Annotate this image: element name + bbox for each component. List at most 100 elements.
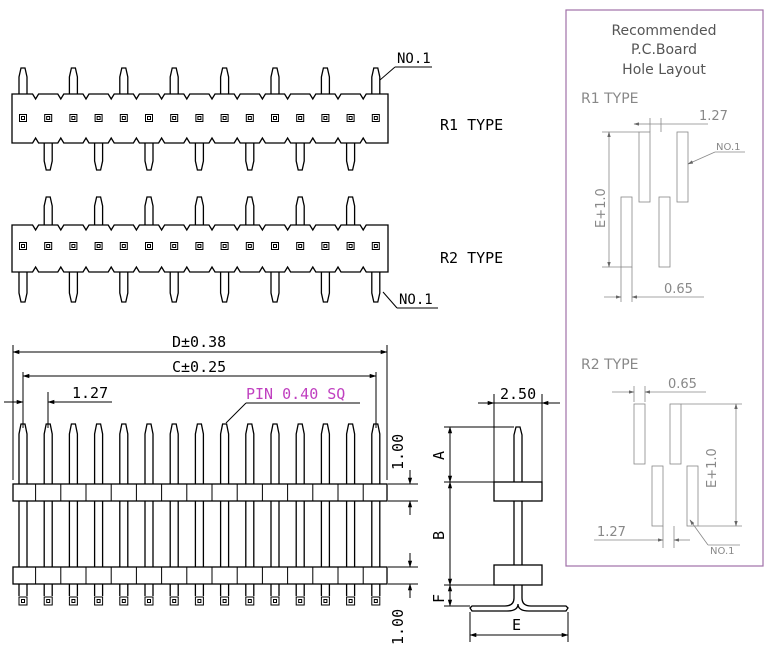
r1-pin-square	[271, 114, 279, 122]
dim-c-label: C±0.25	[172, 358, 226, 376]
dim-b-label: B	[430, 531, 448, 540]
front-bottom-square	[18, 596, 28, 606]
layout-r1-pitch: 1.27	[699, 109, 728, 124]
r1-pin-square	[145, 114, 153, 122]
r1-lower-pin	[93, 143, 104, 171]
r2-housing	[11, 224, 389, 273]
dim-bottom-gap-label: 1.00	[389, 609, 407, 645]
front-pin	[270, 423, 280, 596]
r1-upper-pin	[371, 67, 381, 94]
front-pin	[93, 423, 104, 596]
dim-f-label: F	[430, 594, 448, 603]
r1-upper-pin	[219, 67, 230, 94]
front-bottom-square	[169, 596, 179, 606]
r1-upper-pin	[320, 67, 331, 94]
r1-pin-square	[44, 114, 53, 122]
r1-lower-pin	[144, 143, 154, 171]
dim-top-gap-label: 1.00	[389, 434, 407, 470]
layout-title-line2: P.C.Board	[631, 42, 697, 58]
r1-lower-pins	[43, 143, 356, 171]
r2-lower-pin	[371, 272, 381, 303]
front-bottom-square	[144, 596, 154, 606]
r1-pin-squares	[19, 114, 380, 122]
r1-upper-pin	[18, 67, 28, 94]
front-pin	[219, 423, 230, 596]
r1-lower-pin	[295, 143, 305, 171]
front-bottom-square	[320, 596, 330, 606]
layout-frame	[565, 9, 764, 567]
front-view: D±0.38 C±0.25 1.27 PIN 0.40 SQ 1.00 1.00	[4, 333, 418, 645]
r2-pin-square	[296, 242, 305, 250]
front-pin	[169, 423, 179, 596]
front-bottom-square	[245, 596, 255, 606]
r1-pin-square	[170, 114, 179, 122]
side-view: 2.50 A B F E	[430, 385, 569, 642]
dim-d-label: D±0.38	[172, 333, 226, 351]
r1-hole-2	[620, 196, 633, 268]
r1-pin-square	[346, 114, 355, 122]
front-pin	[320, 423, 331, 596]
r2-hole-4	[686, 465, 699, 527]
front-pin	[345, 423, 356, 596]
r1-pin-square	[371, 114, 380, 122]
side-pin-bent-feet	[469, 585, 569, 612]
front-bottom-square	[119, 596, 129, 606]
front-bottom-square	[371, 596, 381, 606]
r1-pin-square	[321, 114, 330, 122]
front-upper-housing	[12, 483, 388, 502]
r1-pin-square	[195, 114, 204, 122]
r1-pin-square	[220, 114, 229, 122]
r2-top-view: NO.1 R2 TYPE	[11, 196, 503, 309]
r2-upper-pin	[194, 196, 205, 225]
r2-pin-square	[19, 242, 27, 250]
r2-pin-square	[145, 242, 153, 250]
side-upper-housing	[493, 481, 543, 502]
r1-type-label: R1 TYPE	[440, 116, 503, 134]
front-pin	[119, 423, 129, 596]
front-pins	[18, 423, 381, 596]
front-bottom-square	[68, 596, 78, 606]
front-pin	[68, 423, 79, 596]
r2-lower-pin	[119, 272, 129, 303]
r2-pin-square	[170, 242, 179, 250]
r2-lower-pin	[270, 272, 280, 303]
dim-a-label: A	[430, 451, 448, 460]
layout-r1-width: 0.65	[664, 282, 693, 297]
r2-hole-2	[651, 465, 664, 527]
r2-pin-square	[371, 242, 380, 250]
front-bottom-square	[94, 596, 104, 606]
layout-title-line3: Hole Layout	[622, 62, 706, 78]
layout-title-line1: Recommended	[611, 23, 716, 39]
front-pin	[295, 423, 305, 596]
r2-upper-pin	[295, 196, 305, 225]
r1-no1-label: NO.1	[397, 51, 431, 67]
front-bottom-square	[220, 596, 230, 606]
pin-size-note: PIN 0.40 SQ	[246, 385, 345, 403]
r2-upper-pin	[245, 196, 255, 225]
r2-lower-pin	[219, 272, 230, 303]
r2-pin-square	[271, 242, 279, 250]
r1-hole-1	[638, 131, 651, 203]
front-lower-housing	[12, 566, 388, 585]
r2-pin-square	[220, 242, 229, 250]
r1-top-view: NO.1 R1 TYPE	[11, 51, 503, 171]
r2-pin-square	[245, 242, 254, 250]
layout-r2-offset: E+1.0	[705, 448, 720, 488]
r1-hole-4	[658, 196, 671, 268]
r1-upper-pin	[68, 67, 79, 94]
dim-e-label: E	[512, 616, 521, 634]
r2-lower-pin	[68, 272, 79, 303]
front-pin	[194, 423, 205, 596]
r1-no1-leader	[379, 66, 396, 81]
r2-no1-label: NO.1	[399, 292, 433, 308]
front-bottom-square	[346, 596, 356, 606]
r1-lower-pin	[43, 143, 53, 171]
r2-type-label: R2 TYPE	[440, 249, 503, 267]
r2-pin-square	[44, 242, 53, 250]
front-bottom-square	[270, 596, 280, 606]
r2-upper-pins	[43, 196, 356, 225]
side-pin-middle	[513, 501, 523, 565]
r2-pin-square	[69, 242, 78, 250]
r1-lower-pin	[245, 143, 255, 171]
